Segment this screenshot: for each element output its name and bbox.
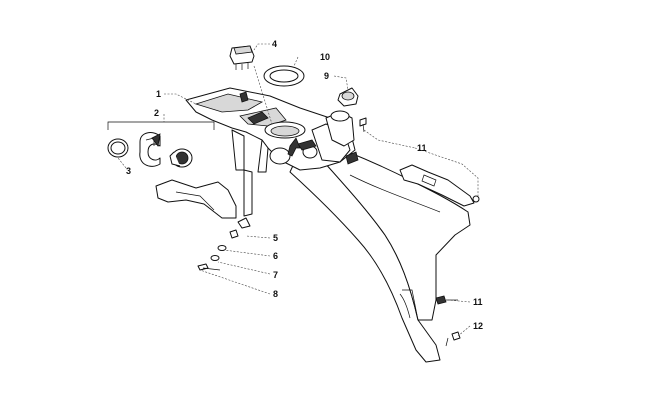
callout-labels: 1 2 3 4 5 6 7 8 9 10 11 11 12 — [126, 39, 483, 331]
cap-part — [337, 87, 359, 107]
callout-7: 7 — [273, 270, 278, 280]
callout-12: 12 — [473, 321, 483, 331]
fasteners — [197, 117, 480, 347]
callout-3: 3 — [126, 166, 131, 176]
callout-9: 9 — [324, 71, 329, 81]
switch-part — [229, 45, 255, 70]
ring-part — [263, 65, 305, 87]
callout-6: 6 — [273, 251, 278, 261]
console-body — [155, 87, 475, 363]
leader-lines — [117, 43, 479, 337]
callout-1: 1 — [156, 89, 161, 99]
callout-10: 10 — [320, 52, 330, 62]
callout-4: 4 — [272, 39, 277, 49]
callout-2: 2 — [154, 108, 159, 118]
callout-11-lower: 11 — [473, 297, 483, 307]
light-assembly-group — [107, 121, 215, 168]
callout-5: 5 — [273, 233, 278, 243]
callout-11-upper: 11 — [417, 143, 427, 153]
callout-8: 8 — [273, 289, 278, 299]
